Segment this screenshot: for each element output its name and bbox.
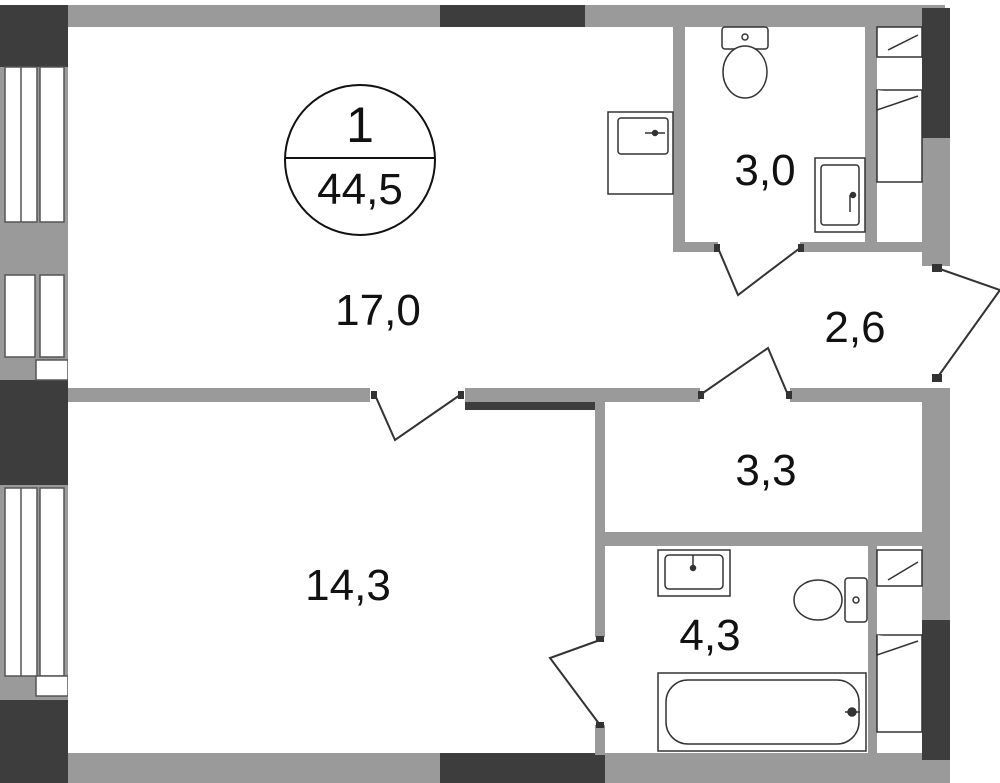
room-area-storage: 3,3 bbox=[735, 446, 796, 495]
toilet-icon bbox=[721, 26, 769, 99]
bathroom-sink-icon bbox=[657, 549, 731, 597]
interior-walls bbox=[68, 27, 925, 755]
apartment-badge: 1 44,5 bbox=[284, 84, 436, 236]
room-area-hallway: 2,6 bbox=[824, 303, 885, 352]
room-area-bathroom: 4,3 bbox=[679, 611, 740, 660]
washbasin-icon bbox=[814, 157, 866, 233]
room-area-toilet: 3,0 bbox=[734, 146, 795, 195]
bathtub-icon bbox=[657, 672, 867, 752]
room-area-living: 17,0 bbox=[335, 286, 421, 335]
bathroom-toilet-icon bbox=[793, 577, 868, 623]
room-area-bedroom: 14,3 bbox=[305, 561, 391, 610]
total-area: 44,5 bbox=[317, 165, 403, 214]
fixtures bbox=[607, 26, 923, 752]
windows bbox=[4, 66, 69, 697]
doors bbox=[371, 244, 1000, 728]
rooms-count: 1 bbox=[346, 97, 374, 153]
